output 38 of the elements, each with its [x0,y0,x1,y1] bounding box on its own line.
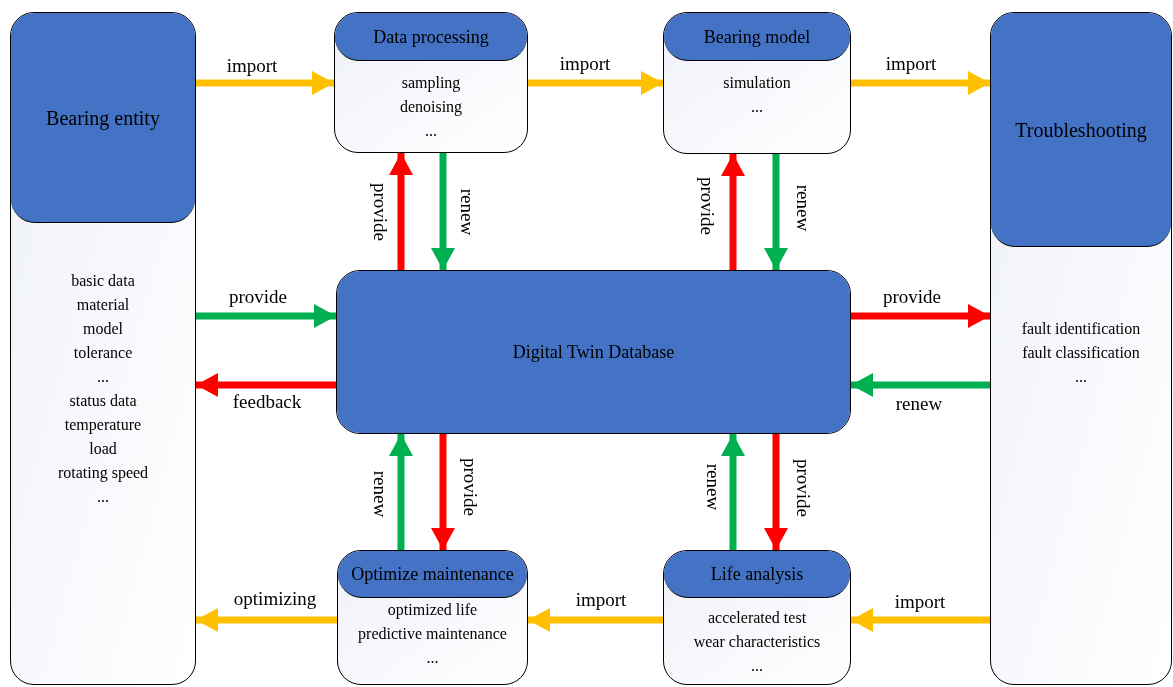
list-item: status data [69,391,137,411]
list-item: sampling [401,73,461,94]
list-item: ... [97,367,109,387]
heading: Troubleshooting [1014,118,1148,141]
list-item: tolerance [73,343,133,363]
heading: Data processing [372,25,490,48]
list-item: accelerated test [707,608,807,628]
list-item: wear characteristics [693,632,821,652]
list-item: optimized life [387,600,478,621]
entity-panel [990,12,1172,685]
list-item: fault identification [1021,319,1141,339]
heading: Bearing entity [45,106,161,129]
list-item: rotating speed [57,463,149,484]
list-item: denoising [399,97,463,118]
list-item: predictive maintenance [358,624,507,645]
list-item: basic data [71,271,135,291]
list-item: ... [1075,367,1087,387]
process-box [663,12,851,154]
entity-panel [10,12,196,685]
list-item: temperature [64,415,142,436]
list-item: fault classification [1022,343,1140,363]
heading: Optimize maintenance [350,563,515,585]
heading: Digital Twin Database [511,341,676,363]
list-item: ... [751,97,763,117]
heading: Life analysis [709,563,805,585]
list-item: simulation [723,73,791,93]
list-item: material [76,295,130,315]
process-box [337,550,528,685]
list-item: ... [425,121,437,141]
list-item: ... [751,656,763,676]
list-item: ... [97,487,109,507]
process-box [334,12,528,153]
database-box [336,270,851,434]
heading: Bearing model [702,25,812,48]
list-item: model [83,319,123,339]
process-box [663,550,851,685]
list-item: ... [426,648,439,668]
list-item: load [89,439,117,459]
